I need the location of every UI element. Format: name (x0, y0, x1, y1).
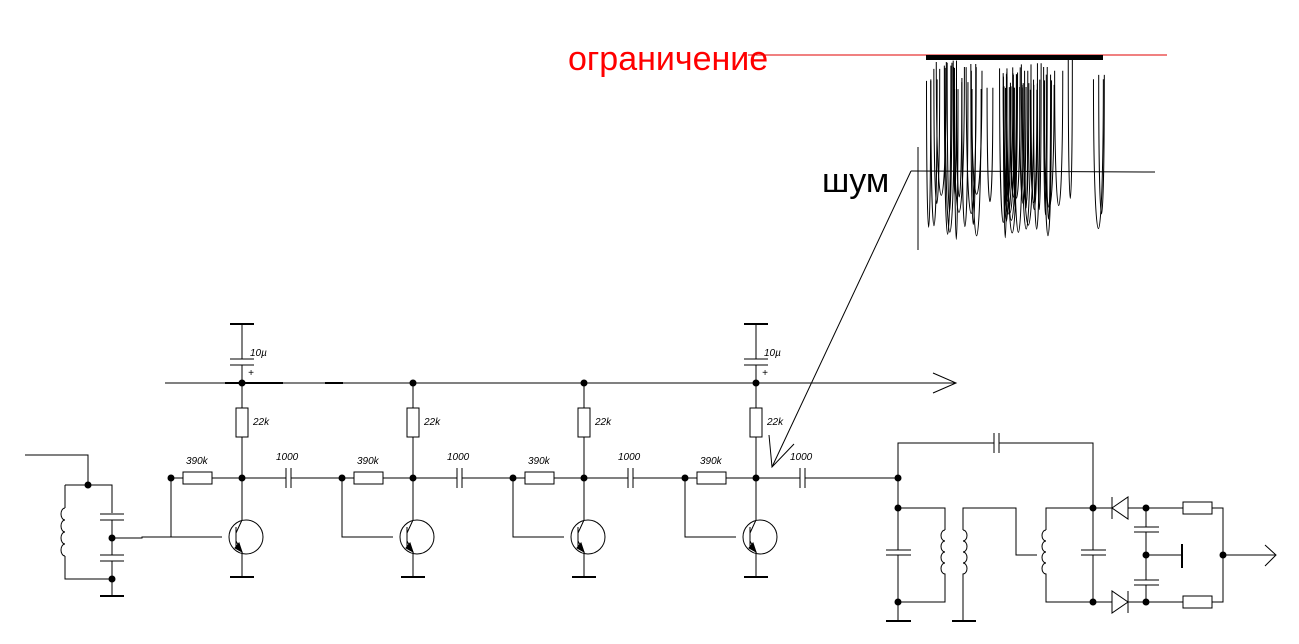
junction-dot (510, 475, 516, 481)
amplifier-stage-1: 22k 390k 1000 (168, 380, 342, 577)
junction-dot (109, 535, 115, 541)
noise-pointer-arrowhead (769, 435, 794, 467)
limit-label: ограничение (568, 40, 768, 78)
collector-resistor-label: 22k (594, 417, 612, 428)
noise-trace (1093, 79, 1103, 228)
bias-resistor (183, 472, 212, 484)
collector-resistor-label: 22k (766, 417, 784, 428)
noise-trace (971, 71, 982, 194)
npn-transistor (400, 520, 434, 554)
polarity-mark: + (762, 368, 768, 379)
amplifier-stage-3: 22k 390k 1000 (510, 380, 685, 577)
junction-dot (168, 475, 174, 481)
bias-resistor (697, 472, 726, 484)
emitter-arrow-icon (234, 541, 243, 554)
decoupling-capacitor-label: 10µ (764, 348, 781, 359)
diode-top (1111, 496, 1129, 520)
polarity-mark: + (248, 368, 254, 379)
bias-resistor (354, 472, 383, 484)
input-tank (25, 455, 171, 596)
noise-trace (1003, 77, 1007, 238)
noise-trace (971, 64, 976, 225)
noise-trace (1037, 63, 1041, 209)
bias-resistor-label: 390k (528, 456, 551, 467)
npn-transistor (743, 520, 777, 554)
output-arrow-icon (1265, 545, 1276, 566)
decoupling-capacitor-2: 10µ + (744, 324, 781, 383)
junction-dot (239, 475, 245, 481)
noise-trace (1020, 87, 1026, 203)
junction-dot (581, 475, 587, 481)
emitter-arrow-icon (748, 541, 757, 554)
clipped-peaks-bar (926, 55, 1103, 60)
collector-resistor (578, 408, 590, 437)
collector-resistor (407, 408, 419, 437)
collector-resistor (750, 408, 762, 437)
noise-trace (1014, 87, 1023, 232)
noise-trace (1025, 71, 1028, 208)
noise-trace (1044, 67, 1048, 215)
amplifier-stage-4: 22k 390k 1000 (682, 380, 898, 577)
noise-label: шум (822, 162, 889, 200)
junction-dot (410, 475, 416, 481)
noise-trace (936, 62, 946, 195)
coupling-capacitor-label: 1000 (790, 452, 813, 463)
limit-annotation: ограничение (568, 40, 1167, 78)
npn-transistor (229, 520, 263, 554)
noise-trace (1055, 71, 1063, 206)
noise-trace (1023, 85, 1034, 225)
amplifier-stages: 22k 390k 1000 22k 390k 1000 22k 390k 1000 22k 390k… (168, 324, 898, 577)
noise-level-line (911, 171, 1155, 172)
emitter-arrow-icon (405, 541, 414, 554)
noise-trace (927, 81, 931, 227)
rail-arrow-icon (933, 373, 956, 393)
noise-waveform (927, 60, 1105, 239)
noise-trace (1044, 80, 1051, 235)
collector-resistor (236, 408, 248, 437)
noise-trace (962, 82, 968, 226)
decoupling-capacitor-1: 10µ + (230, 324, 267, 383)
noise-trace (1068, 60, 1072, 198)
noise-trace (947, 63, 952, 212)
noise-annotation: шум (769, 147, 1155, 467)
noise-trace (1010, 83, 1016, 198)
noise-trace (956, 78, 961, 197)
noise-trace (944, 66, 951, 235)
noise-trace (1021, 64, 1031, 229)
supply-rail (165, 373, 956, 393)
collector-resistor-label: 22k (252, 417, 270, 428)
ratio-detector (886, 433, 1276, 621)
decoupling-capacitor-label: 10µ (250, 348, 267, 359)
bias-resistor-label: 390k (357, 456, 380, 467)
noise-trace (1099, 75, 1105, 214)
junction-dot (85, 482, 91, 488)
bias-resistor (525, 472, 554, 484)
junction-dot (581, 380, 587, 386)
noise-trace (987, 88, 993, 202)
noise-trace (1034, 80, 1040, 230)
junction-dot (410, 380, 416, 386)
coupling-capacitor-label: 1000 (618, 452, 641, 463)
bias-resistor-label: 390k (700, 456, 723, 467)
npn-transistor (571, 520, 605, 554)
noise-trace (1046, 75, 1050, 220)
noise-trace (934, 69, 940, 204)
junction-dot (109, 576, 115, 582)
noise-pointer-line (772, 171, 911, 467)
coupling-capacitor-label: 1000 (447, 452, 470, 463)
diode-bottom (1111, 590, 1129, 614)
junction-dot (339, 475, 345, 481)
collector-resistor-label: 22k (423, 417, 441, 428)
junction-dot (753, 475, 759, 481)
emitter-arrow-icon (576, 541, 585, 554)
coupling-capacitor-label: 1000 (276, 452, 299, 463)
amplifier-stage-2: 22k 390k 1000 (339, 380, 513, 577)
junction-dot (682, 475, 688, 481)
bias-resistor-label: 390k (186, 456, 209, 467)
